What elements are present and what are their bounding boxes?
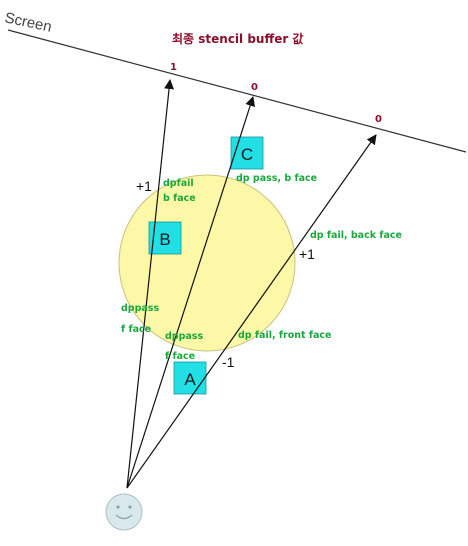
note-dpfail-bface-line1: dpfail <box>163 178 194 189</box>
note-dppass-fface-line1: dppass <box>121 303 159 314</box>
box-c <box>230 136 264 170</box>
diagram-title: 최종 stencil buffer 값 <box>172 31 303 46</box>
smiley-face-icon <box>105 493 143 531</box>
note-dpfail-backface: dp fail, back face <box>310 230 402 241</box>
box-b-label: B <box>159 230 170 249</box>
ray-2 <box>126 96 255 489</box>
stencil-value-ray3: 0 <box>375 114 382 125</box>
shadow-volume-sphere <box>118 174 296 352</box>
box-b <box>148 221 182 255</box>
note-dppass-fface-line2: f face <box>121 324 151 335</box>
note-dppass-fface2-line2: f face <box>165 351 195 362</box>
count-minus: -1 <box>222 354 235 370</box>
ray-3 <box>126 134 377 489</box>
stencil-value-ray1: 1 <box>170 62 177 73</box>
count-plus-left: +1 <box>136 178 152 194</box>
note-dppass-fface2-line1: dppass <box>165 331 203 342</box>
box-a-label: A <box>184 370 196 389</box>
count-plus-right: +1 <box>299 246 315 262</box>
stencil-value-ray2: 0 <box>251 82 258 93</box>
note-dppass-bface: dp pass, b face <box>236 173 317 184</box>
note-dpfail-bface-line2: b face <box>163 193 196 204</box>
ray-1 <box>126 79 175 489</box>
box-c-label: C <box>241 145 253 164</box>
screen-label: Screen <box>3 9 53 36</box>
note-dpfail-frontface: dp fail, front face <box>238 330 331 341</box>
screen-line <box>7 29 467 153</box>
box-a <box>173 361 207 395</box>
